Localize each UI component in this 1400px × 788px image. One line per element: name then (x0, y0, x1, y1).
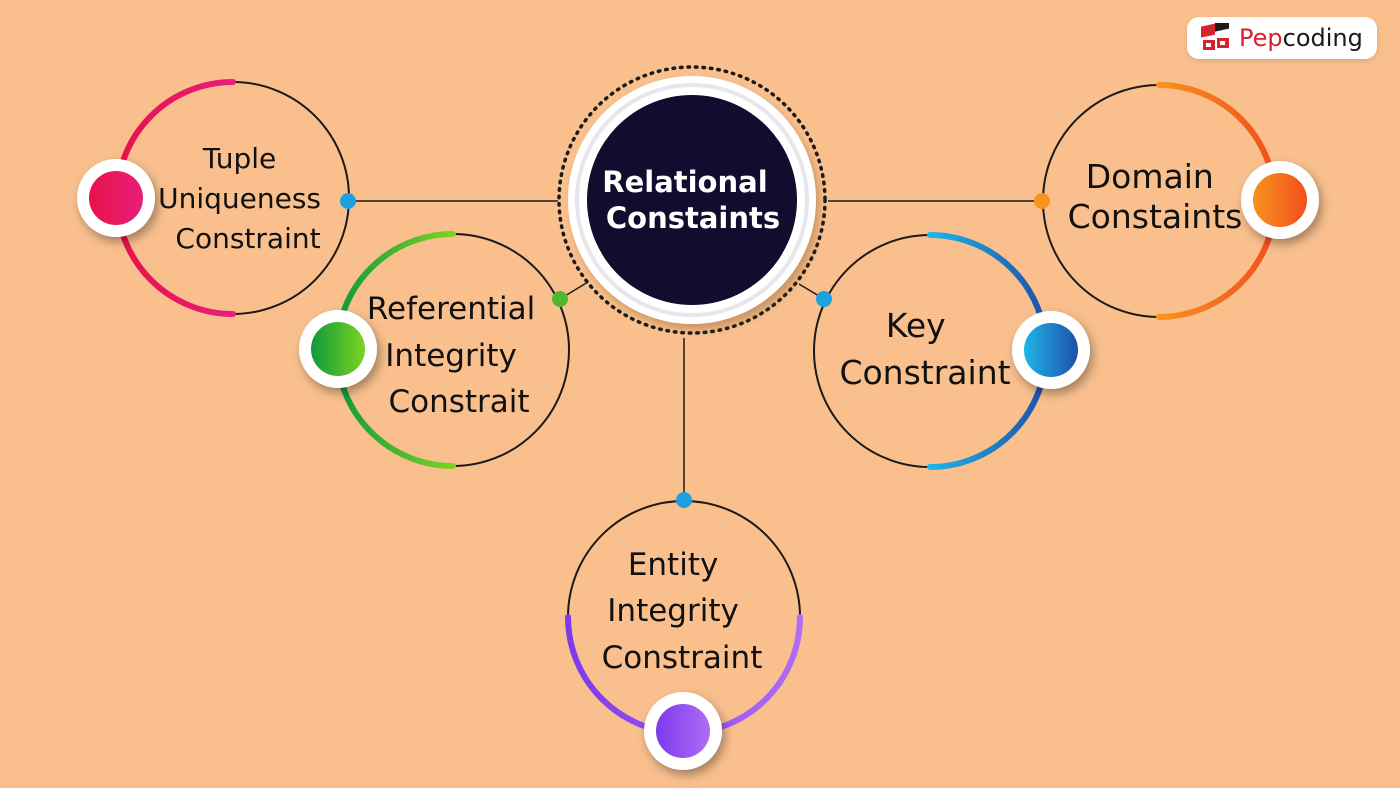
svg-text:Key Constraint: Key Constraint (839, 306, 1010, 392)
connector-dot-key (816, 291, 832, 307)
logo-text-pep: Pep (1239, 24, 1283, 52)
connector-dot-referential (552, 291, 568, 307)
entity-label-line-3: Constraint (602, 640, 763, 676)
node-key-constraint: Key Constraint (813, 232, 1090, 470)
pepcoding-logo[interactable]: Pepcoding (1187, 17, 1377, 59)
svg-text:Relational Constaints: Relational Constaints (602, 165, 780, 235)
connector-dot-entity (676, 492, 692, 508)
connector-dot-tuple (340, 193, 356, 209)
tuple-label-line-3: Constraint (175, 222, 320, 255)
key-accent-bullet (1024, 323, 1078, 377)
pepcoding-wordmark: Pepcoding (1239, 26, 1363, 50)
pepcoding-logo-icon (1201, 23, 1229, 50)
center-disc (587, 95, 797, 305)
svg-text:Tuple Uniqueness: Tuple Uniqueness Constraint (158, 142, 330, 255)
referential-label-line-2: Integrity (385, 338, 517, 374)
entity-accent-bullet (656, 704, 710, 758)
tuple-label-line-2: Uniqueness (158, 182, 321, 215)
referential-accent-bullet (311, 322, 365, 376)
domain-label-line-1: Domain (1086, 157, 1214, 196)
svg-text:Domain Constaints: Domain Constaints (1068, 157, 1243, 236)
svg-text:Entity Integrity: Entity Integrity Constraint (602, 547, 763, 676)
connector-dot-domain (1034, 193, 1050, 209)
domain-label-line-2: Constaints (1068, 197, 1243, 236)
node-tuple-uniqueness: Tuple Uniqueness Constraint (77, 79, 356, 317)
entity-label-line-2: Integrity (607, 593, 739, 629)
entity-label-line-1: Entity (628, 547, 719, 583)
referential-label-line-1: Referential (367, 291, 535, 327)
referential-label-line-3: Constrait (388, 384, 529, 420)
key-label-line-1: Key (886, 306, 946, 345)
tuple-accent-bullet (89, 171, 143, 225)
domain-accent-bullet (1253, 173, 1307, 227)
logo-text-coding: coding (1282, 24, 1363, 52)
center-title-line-1: Relational (602, 165, 767, 199)
node-entity-integrity: Entity Integrity Constraint (565, 492, 803, 770)
center-title-line-2: Constaints (606, 201, 780, 235)
tuple-label-line-1: Tuple (202, 142, 276, 175)
key-label-line-2: Constraint (839, 353, 1010, 392)
node-domain-constaints: Domain Constaints (1034, 82, 1319, 320)
svg-text:Referential Integrity: Referential Integrity Constrait (367, 291, 545, 420)
center-node: Relational Constaints (557, 65, 827, 335)
node-referential-integrity: Referential Integrity Constrait (299, 231, 570, 469)
